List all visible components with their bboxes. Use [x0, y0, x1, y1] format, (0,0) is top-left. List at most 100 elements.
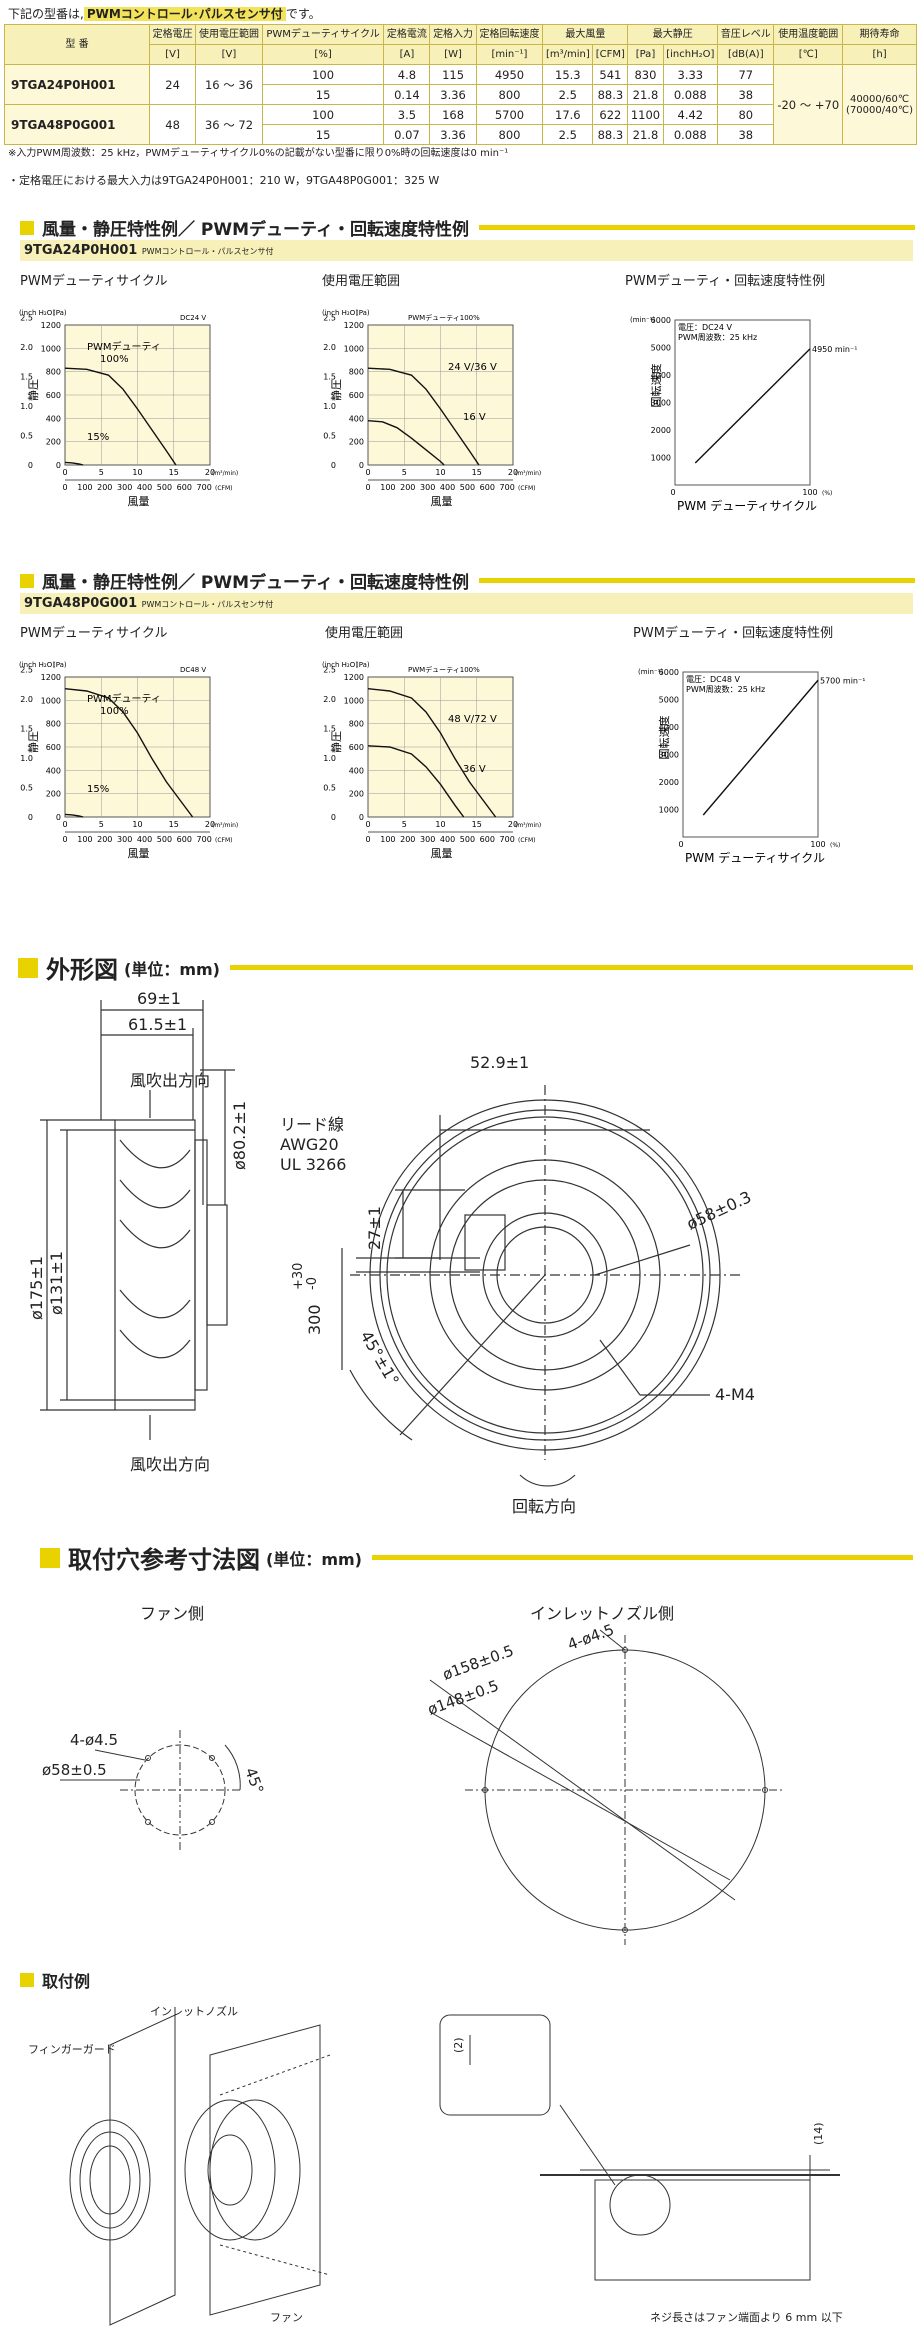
cell: 3.36 — [429, 124, 477, 145]
unit-m3: (m³/min) — [212, 822, 238, 829]
tick-cfm: 600 — [177, 835, 192, 844]
tick-cfm: 100 — [380, 835, 395, 844]
series-label: 48 V/72 V — [448, 714, 497, 725]
cell: 3.5 — [383, 104, 431, 125]
tick-pa: 0 — [56, 461, 61, 470]
chart-pq-duty-1: 02004006008001000120000.51.01.52.02.53.0… — [19, 309, 238, 508]
tick-pct: 0 — [670, 488, 675, 497]
tick-cfm: 200 — [400, 835, 415, 844]
tick-m3: 20 — [205, 820, 215, 829]
panel — [109, 2014, 176, 2326]
series-label: 100% — [100, 706, 129, 717]
tick-cfm: 300 — [420, 483, 435, 492]
finger-guard — [69, 2119, 151, 2241]
series-line — [694, 348, 811, 464]
series-label: PWMデューティ — [87, 692, 161, 705]
tick-m3: 10 — [132, 820, 142, 829]
tick-speed: 6000 — [659, 668, 679, 677]
tick-pa: 0 — [56, 813, 61, 822]
outline-title: 外形図 — [46, 956, 118, 984]
x-axis-label: PWM デューティサイクル — [677, 498, 817, 513]
tick-cfm: 400 — [440, 835, 455, 844]
tick-pa: 1000 — [344, 696, 364, 705]
tick-inch: 2.0 — [323, 343, 336, 352]
tick-pa: 800 — [349, 720, 364, 729]
tick-pa: 200 — [46, 790, 61, 799]
tick-inch: 0.5 — [323, 783, 336, 792]
tick-m3: 15 — [472, 468, 482, 477]
cell: 88.3 — [592, 124, 629, 145]
series-label: 15% — [87, 784, 109, 795]
section-marker — [40, 1547, 60, 1568]
tick-speed: 3000 — [651, 399, 671, 408]
tick-inch: 1.5 — [323, 724, 336, 733]
series-label: 100% — [100, 354, 129, 365]
section-marker — [18, 957, 38, 978]
x-axis-label: 風量 — [128, 495, 150, 508]
tick-speed: 5000 — [651, 344, 671, 353]
section-outline: 外形図(単位：mm) — [18, 950, 913, 985]
tick-cfm: 200 — [400, 483, 415, 492]
tick-m3: 10 — [435, 468, 445, 477]
y-axis-label: 回転速度 — [649, 364, 663, 408]
unit-pa: (Pa) — [53, 309, 67, 317]
tick-pa: 1000 — [344, 344, 364, 353]
tick-cfm: 200 — [97, 835, 112, 844]
tick-inch: 1.0 — [323, 402, 336, 411]
awg-label: AWG20 — [280, 1135, 339, 1154]
cell: 541 — [592, 64, 629, 85]
tick-cfm: 100 — [77, 483, 92, 492]
series-line — [367, 367, 480, 466]
plot-area — [682, 671, 819, 838]
model-tag: PWMコントロール・パルスセンサ付 — [141, 600, 274, 609]
cell: 168 — [429, 104, 477, 125]
tick-cfm: 700 — [500, 483, 515, 492]
life-1: 40000/60℃ — [849, 93, 910, 105]
unit-v: [V] — [148, 44, 197, 65]
tick-m3: 5 — [402, 820, 407, 829]
unit-pa: (Pa) — [356, 661, 370, 669]
cell: 115 — [429, 64, 477, 85]
unit-inch: (inch H₂O) — [19, 309, 55, 317]
y-axis-label: 静圧 — [26, 379, 40, 401]
intro-highlight: PWMコントロール･パルスセンサ付 — [83, 7, 286, 21]
model-name: 9TGA48P0G001 — [24, 596, 138, 611]
intro-text: 下記の型番は,PWMコントロール･パルスセンサ付です。 — [8, 5, 321, 22]
tick-cfm: 500 — [460, 835, 475, 844]
dim-27: 27±1 — [365, 1206, 384, 1250]
cell: 800 — [475, 84, 544, 105]
tick-pa: 200 — [46, 438, 61, 447]
unit-inch: [inchH₂O] — [662, 44, 719, 65]
cell: 15 — [261, 124, 385, 145]
th-temp: 使用温度範囲 — [773, 24, 844, 45]
tick-cfm: 400 — [137, 835, 152, 844]
y-axis-label: 静圧 — [329, 379, 343, 401]
cell: 1100 — [627, 104, 664, 125]
tick-pa: 800 — [46, 368, 61, 377]
tick-cfm: 100 — [380, 483, 395, 492]
tick-inch: 1.0 — [20, 402, 33, 411]
tick-inch: 0.5 — [323, 431, 336, 440]
tick-m3: 5 — [99, 468, 104, 477]
example-drawing: インレットノズル フィンガーガード ファン (2) (14) ネジ長さはファン端… — [28, 2004, 843, 2326]
unit-pct: [%] — [261, 44, 385, 65]
intro-prefix: 下記の型番は, — [8, 7, 84, 21]
cell: 38 — [717, 124, 775, 145]
series-line — [64, 461, 84, 466]
th-pressure: 最大静圧 — [627, 24, 719, 45]
tick-cfm: 700 — [500, 835, 515, 844]
ul-label: UL 3266 — [280, 1155, 346, 1174]
tick-pa: 1000 — [41, 696, 61, 705]
tick-inch: 2.5 — [323, 313, 336, 322]
tick-cfm: 600 — [480, 835, 495, 844]
section-marker — [20, 573, 34, 588]
th-range: 使用電圧範囲 — [195, 24, 263, 45]
fan-d58: ø58±0.5 — [42, 1761, 107, 1779]
y-axis-label: 静圧 — [329, 731, 343, 753]
dim-615: 61.5±1 — [128, 1015, 187, 1034]
fan-hole: 4-ø4.5 — [70, 1731, 118, 1749]
series-line — [367, 419, 445, 466]
wind-out-top: 風吹出方向 — [130, 1071, 210, 1090]
wind-out-bottom: 風吹出方向 — [130, 1455, 210, 1474]
